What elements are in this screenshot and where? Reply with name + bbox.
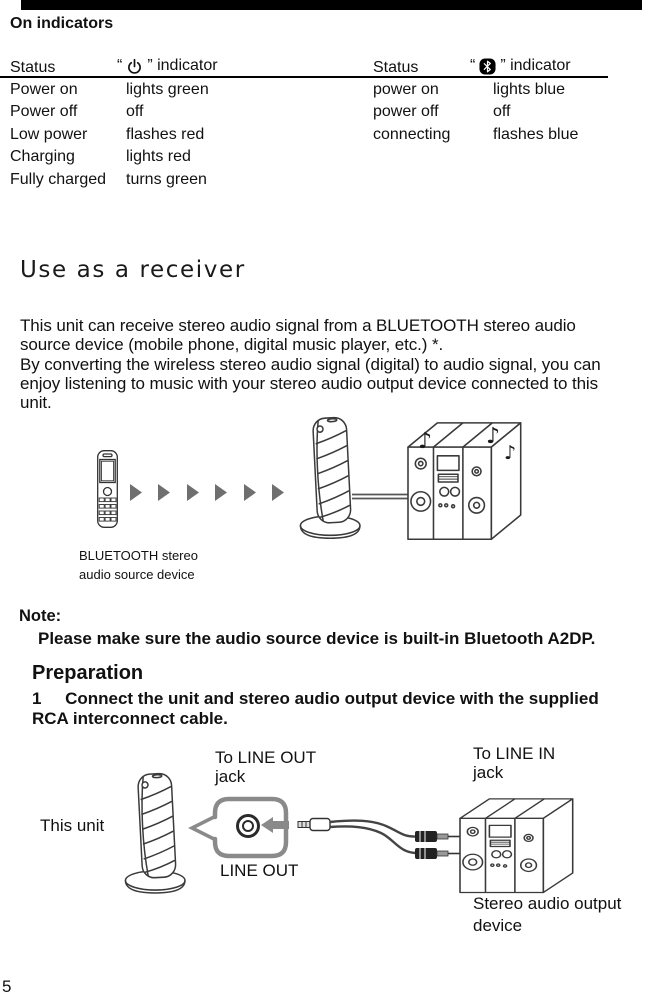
bluetooth-indicator-header: “ ” indicator bbox=[470, 57, 571, 75]
music-note-icon: ♪ bbox=[418, 429, 432, 454]
connection-illustration bbox=[124, 772, 574, 894]
section-body-text: This unit can receive stereo audio signa… bbox=[20, 316, 601, 413]
receiver-unit-illustration bbox=[124, 772, 186, 894]
open-quote: “ bbox=[470, 57, 476, 74]
open-quote: “ bbox=[117, 57, 123, 74]
receiver-unit-illustration bbox=[299, 416, 361, 539]
line-out-label: LINE OUT bbox=[220, 861, 299, 880]
plug-direction-arrow bbox=[261, 817, 289, 833]
indicator-header-label: ” indicator bbox=[147, 57, 218, 74]
music-note-icon: ♪ bbox=[504, 442, 516, 464]
to-line-in-jack-label: To LINE IN jack bbox=[473, 744, 556, 782]
page-number: 5 bbox=[2, 977, 12, 996]
mobile-phone-illustration bbox=[97, 450, 118, 528]
to-line-out-jack-label: To LINE OUT jack bbox=[215, 748, 317, 786]
indicator-header-label: ” indicator bbox=[500, 57, 571, 74]
audio-cable-line bbox=[352, 493, 414, 500]
rca-cable-illustration bbox=[297, 817, 462, 859]
note-label: Note: bbox=[19, 607, 62, 625]
rca-plug bbox=[415, 848, 462, 859]
note-text: Please make sure the audio source device… bbox=[38, 629, 596, 648]
bluetooth-icon bbox=[479, 57, 496, 75]
section-title: Use as a receiver bbox=[20, 257, 246, 283]
bt-table-status-header: Status bbox=[373, 59, 419, 76]
rca-plug bbox=[415, 831, 462, 842]
this-unit-label: This unit bbox=[40, 816, 105, 835]
music-note-icon: ♪ bbox=[486, 424, 500, 449]
bluetooth-reception-illustration: ♪ ♪ ♪ bbox=[97, 416, 522, 541]
preparation-step: 1 Connect the unit and stereo audio outp… bbox=[32, 689, 599, 728]
power-icon bbox=[126, 58, 143, 75]
table-header-rule bbox=[0, 76, 608, 78]
stereo-device-label: Stereo audio output device bbox=[473, 894, 622, 935]
preparation-heading: Preparation bbox=[32, 662, 144, 684]
stereo-system-illustration bbox=[459, 798, 574, 894]
on-indicators-heading: On indicators bbox=[10, 15, 114, 32]
top-divider-bar bbox=[21, 0, 642, 10]
line-out-jack-illustration bbox=[236, 814, 260, 838]
power-indicator-header: “ ” indicator bbox=[117, 57, 218, 75]
diagram-caption: BLUETOOTH stereo audio source device bbox=[79, 548, 198, 582]
signal-arrows bbox=[130, 484, 284, 501]
power-table-status-header: Status bbox=[10, 59, 56, 76]
